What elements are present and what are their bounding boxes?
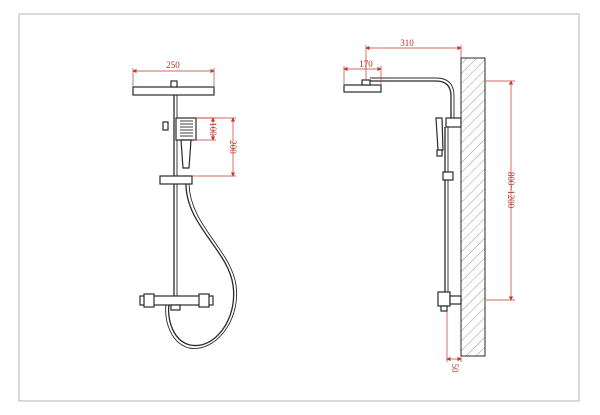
dim-handshower-holder-label: 200 <box>228 140 238 154</box>
dim-handshower-holder: 200 <box>192 117 238 177</box>
dim-head-width-label: 250 <box>166 60 180 70</box>
shower-head-front <box>132 86 215 96</box>
slide-holder-front <box>159 175 193 185</box>
shower-arm-side <box>370 80 452 120</box>
dim-arm-reach: 310 <box>365 38 462 80</box>
dim-head-width: 250 <box>132 60 215 86</box>
head-connector-front <box>170 80 178 88</box>
dim-head-depth: 170 <box>343 59 382 84</box>
wall-bracket-bottom <box>449 295 462 305</box>
dim-handshower: 100 <box>194 117 218 141</box>
dim-height-range-label: 800~1200 <box>506 172 516 209</box>
drawing-border <box>18 13 580 402</box>
wall-bracket-top <box>445 117 462 128</box>
handshower-spray-face <box>180 120 193 137</box>
dim-wall-offset-label: 50 <box>450 364 460 374</box>
dim-arm-reach-label: 310 <box>400 38 414 48</box>
slide-holder-side <box>442 171 454 181</box>
front-view: 250 100 200 <box>132 60 238 349</box>
dim-head-depth-label: 170 <box>359 59 373 69</box>
wall-section <box>460 57 486 357</box>
hose-front <box>167 183 235 347</box>
handshower-side <box>435 117 444 151</box>
mixer-side <box>437 291 451 307</box>
dim-handshower-label: 100 <box>208 122 218 136</box>
dim-height-range: 800~1200 <box>486 80 516 301</box>
dim-wall-offset: 50 <box>446 311 462 374</box>
shower-head-side <box>343 84 382 93</box>
side-view: 310 170 800~1200 50 <box>343 38 516 374</box>
